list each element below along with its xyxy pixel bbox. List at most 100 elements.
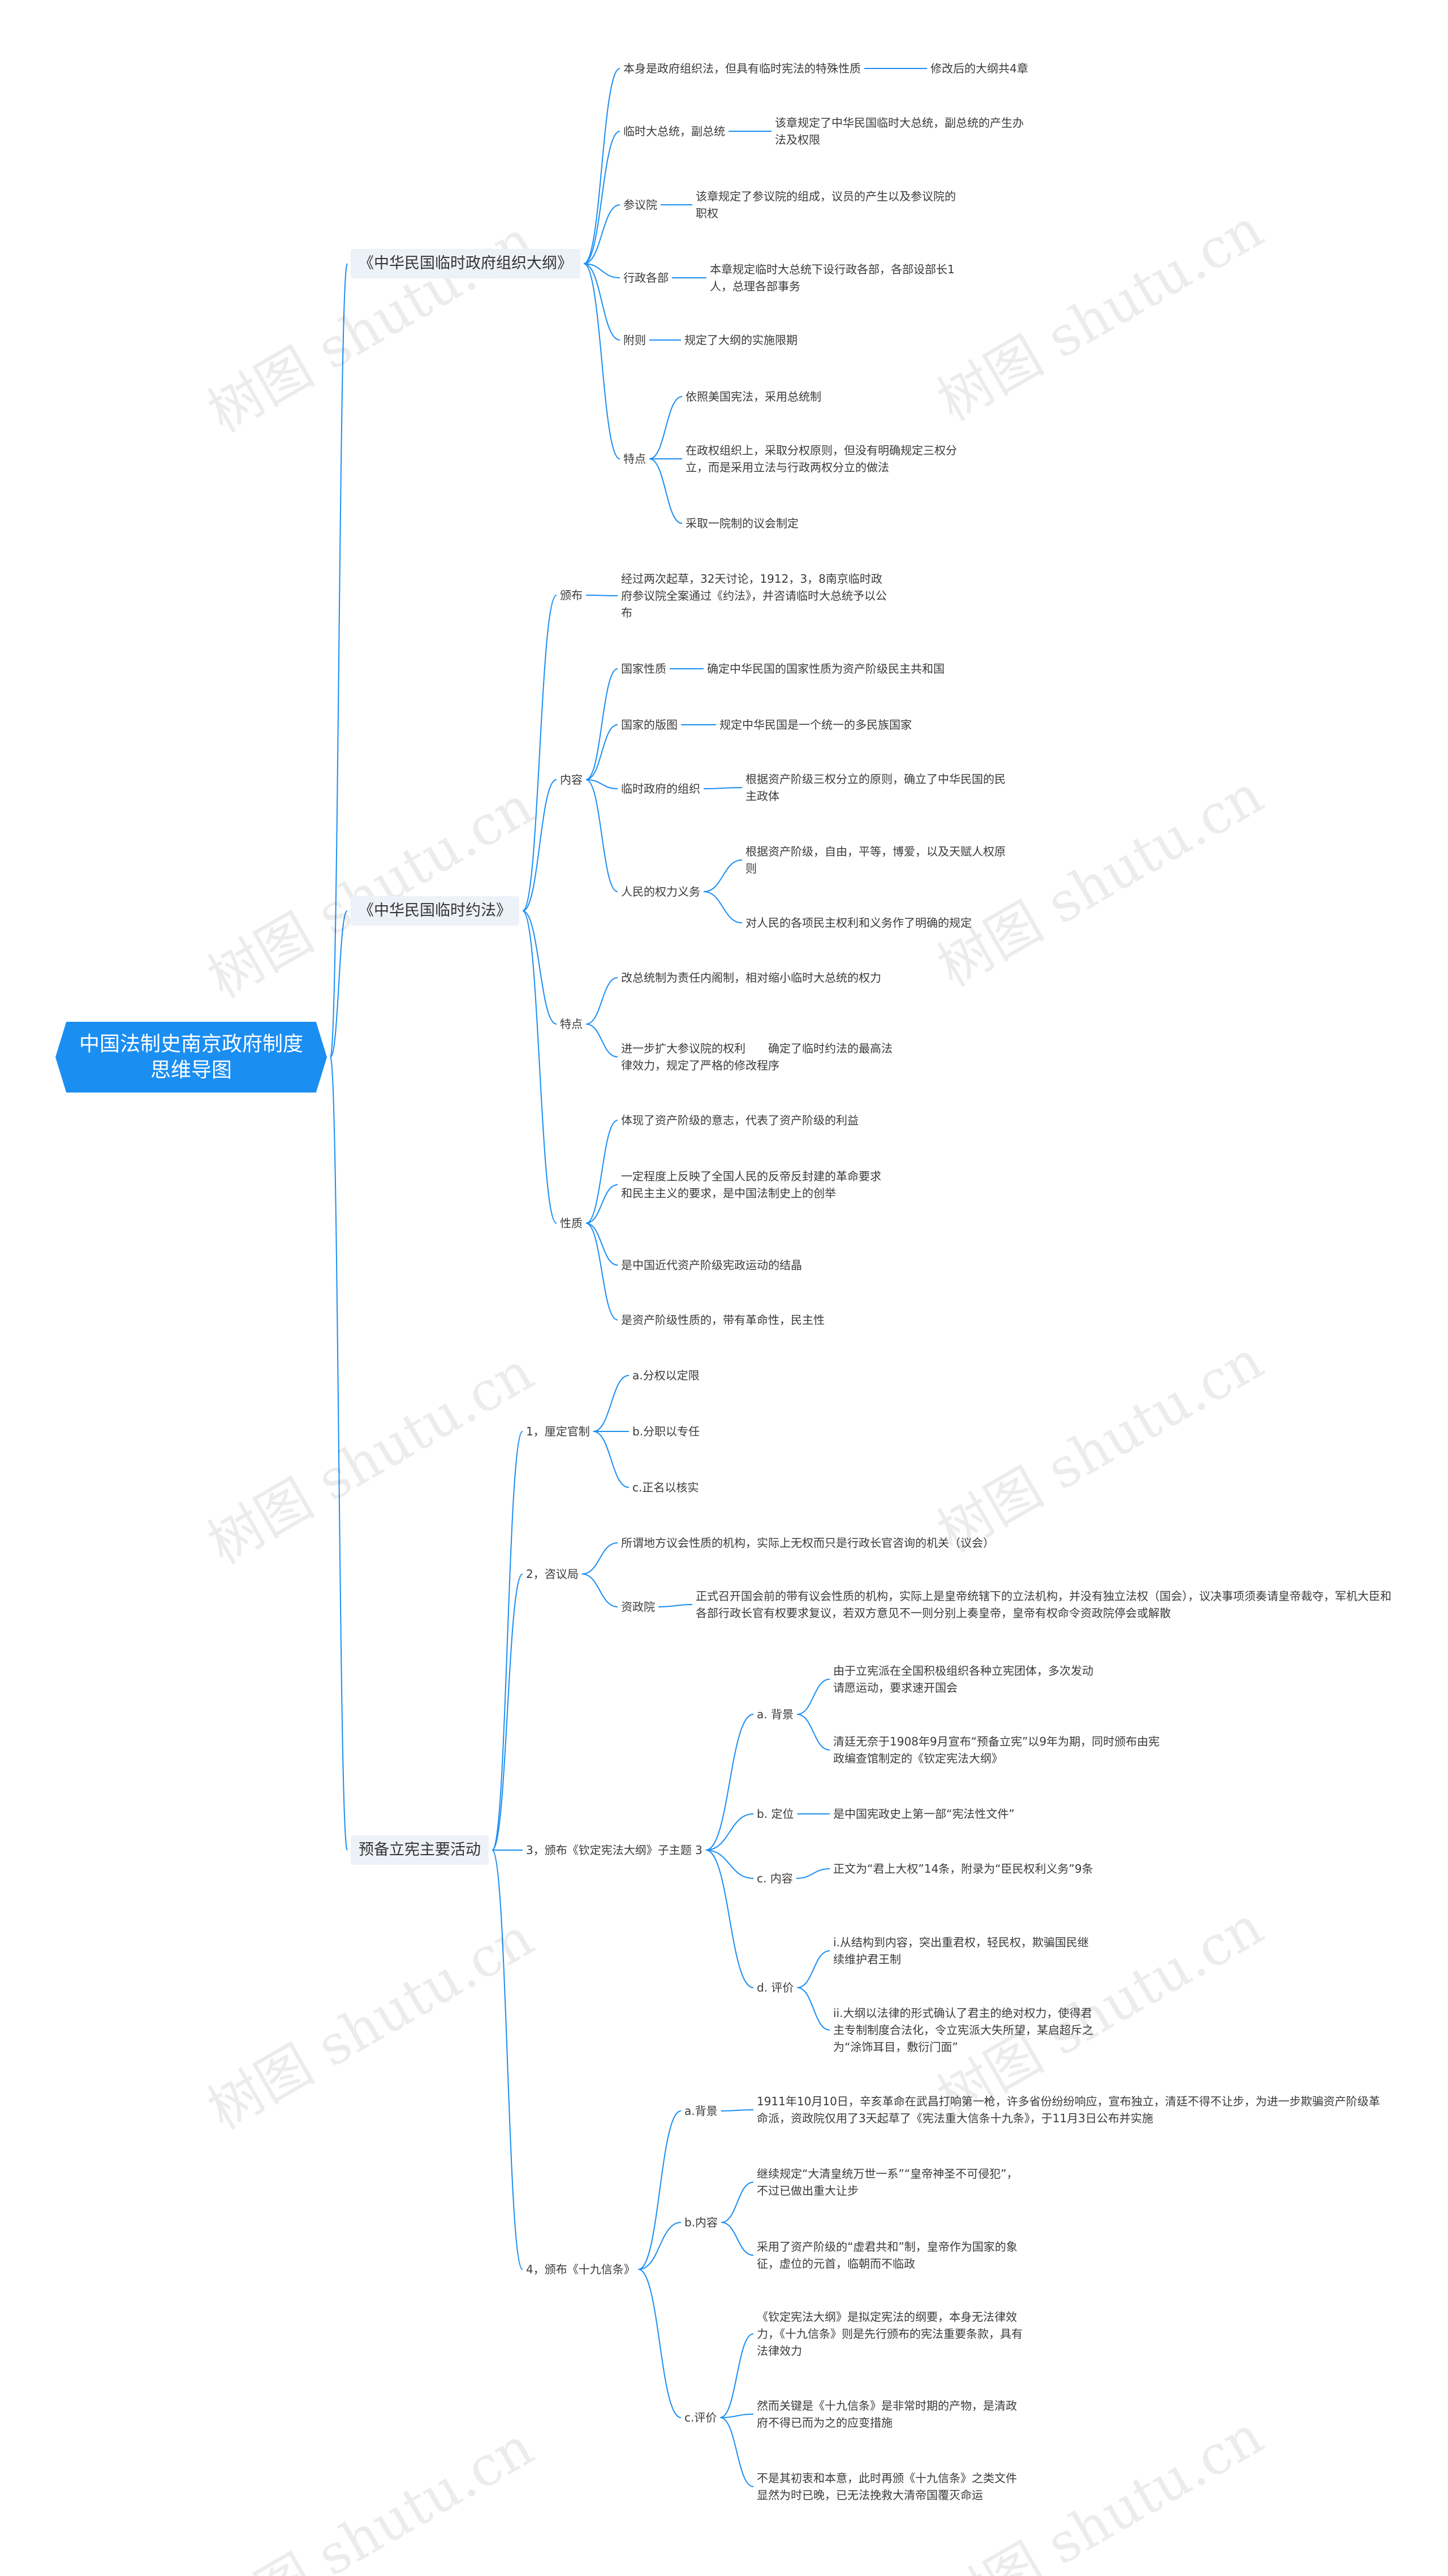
node-president-rules[interactable]: 该章规定了中华民国临时大总统，副总统的产生办法及权限 [775, 116, 1024, 147]
node-state-nature[interactable]: 国家性质 [621, 662, 666, 676]
connector-line [721, 2222, 754, 2256]
node-promulgation-detail[interactable]: 经过两次起草，32天讨论，1912，3，8南京临时政府参议院全案通过《约法》，并… [621, 572, 887, 620]
node-xinhai-revolution[interactable]: 1911年10月10日，辛亥革命在武昌打响第一枪，许多省份纷纷响应，宣布独立，清… [757, 2095, 1380, 2125]
node-first-constitutional-document[interactable]: 是中国宪政史上第一部“宪法性文件” [833, 1807, 1015, 1821]
connector-line [492, 1573, 523, 1851]
node-bourgeois-will[interactable]: 体现了资产阶级的意志，代表了资产阶级的利益 [621, 1113, 859, 1127]
connector-line [705, 1850, 754, 1879]
connector-line [522, 910, 557, 1025]
node-nineteen-evaluation[interactable]: c.评价 [684, 2411, 717, 2424]
connector-line [585, 724, 618, 780]
node-territory[interactable]: 国家的版图 [621, 718, 678, 732]
connector-line [522, 779, 557, 911]
node-qinding-evaluation[interactable]: d. 评价 [757, 1981, 794, 1994]
connector-line [796, 1868, 830, 1879]
connector-line [330, 910, 348, 1058]
node-b1-features[interactable]: 特点 [623, 452, 646, 466]
connector-line [797, 1950, 830, 1988]
connector-line [330, 263, 348, 1058]
node-implementation-deadline[interactable]: 规定了大纲的实施限期 [684, 333, 798, 347]
connector-line [585, 1223, 618, 1266]
node-imperial-line[interactable]: 继续规定“大清皇统万世一系”“皇帝神圣不可侵犯”，不过已做出重大让步 [757, 2167, 1018, 2197]
node-revised-outline-chapters[interactable]: 修改后的大纲共4章 [930, 62, 1028, 75]
node-nineteen-background[interactable]: a.背景 [684, 2104, 718, 2118]
connector-line [581, 1542, 618, 1575]
node-state-nature-detail[interactable]: 确定中华民国的国家性质为资产阶级民主共和国 [707, 662, 945, 676]
node-preparatory-constitution[interactable]: 清廷无奈于1908年9月宣布“预备立宪”以9年为期，同时颁布由宪政编查馆制定的《… [833, 1735, 1160, 1765]
connector-line [585, 1223, 618, 1321]
connector-line [585, 1023, 618, 1057]
node-separation-limits[interactable]: a.分权以定限 [632, 1369, 700, 1382]
node-official-system[interactable]: 1，厘定官制 [526, 1425, 590, 1438]
node-qinding-articles[interactable]: 正文为“君上大权”14条，附录为“臣民权利义务”9条 [833, 1862, 1093, 1876]
topic-constitutional-preparation[interactable]: 预备立宪主要活动 [351, 1835, 489, 1865]
topic-provisional-government-outline[interactable]: 《中华民国临时政府组织大纲》 [351, 249, 580, 278]
root-title-line1: 中国法制史南京政府制度 [79, 1032, 303, 1056]
node-president-vice-president[interactable]: 临时大总统，副总统 [623, 124, 725, 138]
connector-line [720, 2333, 754, 2418]
topic-provisional-constitution[interactable]: 《中华民国临时约法》 [351, 896, 519, 926]
connector-line [585, 977, 618, 1025]
node-senate[interactable]: 参议院 [623, 198, 657, 212]
connector-line [720, 2417, 754, 2487]
node-political-council-detail[interactable]: 正式召开国会前的带有议会性质的机构，实际上是皇帝统辖下的立法机构，并没有独立法权… [696, 1589, 1391, 1620]
node-qinding-position[interactable]: b. 定位 [757, 1807, 794, 1821]
connector-line [585, 779, 618, 789]
node-consultative-bureau-detail[interactable]: 所谓地方议会性质的机构，实际上无权而只是行政长官咨询的机关（议会） [621, 1536, 994, 1550]
node-qinding-background[interactable]: a. 背景 [757, 1708, 794, 1721]
node-separation-of-powers[interactable]: 在政权组织上，采取分权原则，但没有明确规定三权分立，而是采用立法与行政两权分立的… [686, 444, 957, 474]
node-qinding-outline[interactable]: 3，颁布《钦定宪法大纲》子主题 3 [526, 1843, 703, 1857]
node-nineteen-articles[interactable]: 4，颁布《十九信条》 [526, 2263, 635, 2276]
node-ministries-rules[interactable]: 本章规定临时大总统下设行政各部，各部设部长1人，总理各部事务 [710, 263, 955, 293]
node-supplementary-provisions[interactable]: 附则 [623, 333, 646, 347]
node-government-organization[interactable]: 临时政府的组织 [621, 782, 700, 795]
node-too-late[interactable]: 不是其初衷和本意，此时再颁《十九信条》之类文件显然为时已晚，已无法挽救大清帝国覆… [757, 2471, 1017, 2502]
node-petition-movement[interactable]: 由于立宪派在全国积极组织各种立宪团体，多次发动请愿运动，要求速开国会 [833, 1664, 1093, 1695]
node-anti-imperialist[interactable]: 一定程度上反映了全国人民的反帝反封建的革命要求和民主主义的要求，是中国法制史上的… [621, 1169, 881, 1200]
node-qinding-content[interactable]: c. 内容 [757, 1872, 793, 1885]
node-rights-duties[interactable]: 人民的权力义务 [621, 885, 700, 898]
node-rights-specified[interactable]: 对人民的各项民主权利和义务作了明确的规定 [745, 916, 972, 930]
node-b2-content[interactable]: 内容 [560, 773, 583, 786]
node-senate-rules[interactable]: 该章规定了参议院的组成，议员的产生以及参议院的职权 [696, 190, 956, 220]
node-rectify-names[interactable]: c.正名以核实 [632, 1481, 699, 1494]
node-expand-senate[interactable]: 进一步扩大参议院的权利 确定了临时约法的最高法律效力，规定了严格的修改程序 [621, 1042, 893, 1072]
node-territory-detail[interactable]: 规定中华民国是一个统一的多民族国家 [719, 718, 912, 732]
node-b2-features[interactable]: 特点 [560, 1017, 583, 1031]
node-cabinet-system[interactable]: 改总统制为责任内阁制，相对缩小临时大总统的权力 [621, 971, 881, 984]
node-evaluation-absolute-power[interactable]: ii.大纲以法律的形式确认了君主的绝对权力，使得君主专制制度合法化，令立宪派大失… [833, 2006, 1093, 2054]
node-organic-law-nature[interactable]: 本身是政府组织法，但具有临时宪法的特殊性质 [623, 62, 861, 75]
node-emergency-measure[interactable]: 然而关键是《十九信条》是非常时期的产物，是清政府不得已而为之的应变措施 [757, 2399, 1017, 2429]
connector-line [583, 68, 620, 264]
node-nominal-monarchy[interactable]: 采用了资产阶级的“虚君共和”制，皇帝作为国家的象征，虚位的元首，临朝而不临政 [757, 2240, 1018, 2270]
node-nineteen-content[interactable]: b.内容 [684, 2216, 718, 2229]
connector-line [522, 595, 557, 911]
connector-line [585, 1120, 618, 1224]
connector-line [593, 1431, 630, 1488]
node-unicameral[interactable]: 采取一院制的议会制定 [686, 517, 799, 530]
connector-line [492, 1431, 523, 1851]
node-government-organization-detail[interactable]: 根据资产阶级三权分立的原则，确立了中华民国的民主政体 [745, 772, 1006, 803]
connector-line [703, 859, 743, 892]
connector-line [583, 263, 620, 278]
node-specialized-duties[interactable]: b.分职以专任 [632, 1425, 700, 1438]
node-presidential-system[interactable]: 依照美国宪法，采用总统制 [686, 390, 821, 403]
connector-line [585, 668, 618, 780]
node-promulgation[interactable]: 颁布 [560, 588, 583, 602]
node-constitutional-movement[interactable]: 是中国近代资产阶级宪政运动的结晶 [621, 1258, 802, 1272]
connector-line [703, 787, 743, 789]
node-b2-nature[interactable]: 性质 [560, 1216, 583, 1230]
node-executive-ministries[interactable]: 行政各部 [623, 271, 669, 285]
connector-line [585, 1184, 618, 1224]
connector-line [583, 263, 620, 341]
connector-line [330, 1056, 348, 1851]
node-legal-effect[interactable]: 《钦定宪法大纲》是拟定宪法的纲要，本身无法律效力，《十九信条》则是先行颁布的宪法… [757, 2310, 1023, 2358]
node-rights-basis[interactable]: 根据资产阶级，自由，平等，博爱，以及天赋人权原则 [745, 845, 1006, 875]
node-evaluation-structure[interactable]: i.从结构到内容，突出重君权，轻民权，欺骗国民继续维护君王制 [833, 1936, 1089, 1966]
node-consultative-bureau[interactable]: 2，咨议局 [526, 1567, 579, 1581]
root-topic[interactable]: 中国法制史南京政府制度 思维导图 [55, 1022, 327, 1093]
node-revolutionary-democratic[interactable]: 是资产阶级性质的，带有革命性，民主性 [621, 1313, 825, 1327]
node-political-council[interactable]: 资政院 [621, 1600, 655, 1614]
connector-line [649, 396, 683, 459]
